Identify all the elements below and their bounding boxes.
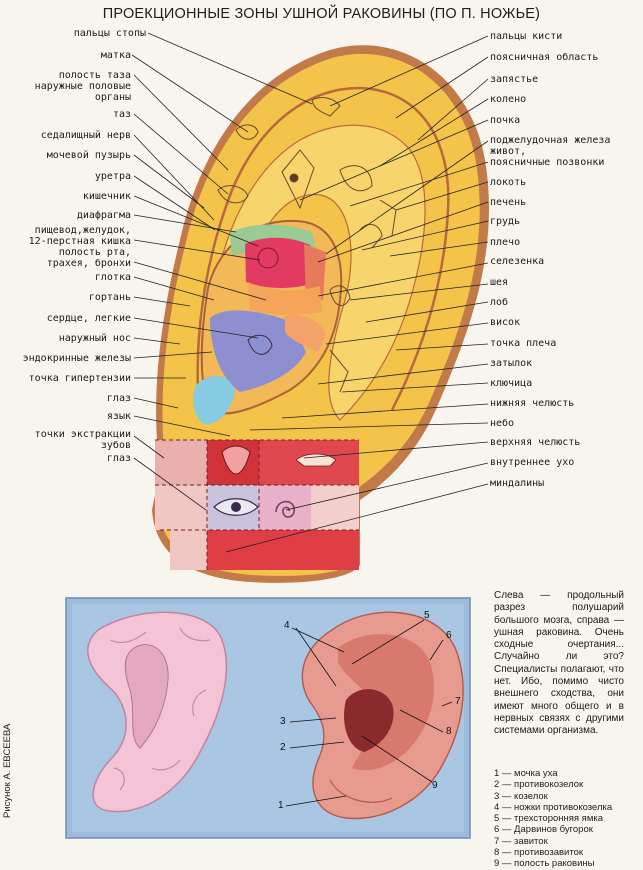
legend-item: 2 — противокозелок bbox=[494, 779, 584, 791]
label-upper-jaw: верхняя челюсть bbox=[490, 437, 581, 448]
legend-item: 5 — трехсторонняя ямка bbox=[494, 813, 604, 825]
legend-list: 1 — мочка уха 2 — противокозелок 3 — коз… bbox=[494, 768, 639, 870]
label-intestine: кишечник bbox=[82, 191, 131, 202]
label-shoulder-point: точка плеча bbox=[490, 338, 557, 349]
legend-item: 3 — козелок bbox=[494, 790, 548, 802]
label-clavicle: ключица bbox=[490, 378, 533, 389]
caption-text: Слева — продольный разрез полушарий боль… bbox=[494, 590, 624, 737]
label-tooth-extraction-1: точки экстракции bbox=[34, 429, 131, 440]
label-hypertension: точка гипертензии bbox=[28, 373, 131, 384]
label-abdomen: живот, bbox=[490, 146, 527, 157]
label-larynx: гортань bbox=[88, 292, 131, 303]
label-liver: печень bbox=[490, 197, 527, 208]
photo-number-8: 8 bbox=[446, 726, 452, 737]
label-pelvis: таз bbox=[112, 109, 131, 120]
label-tongue: язык bbox=[106, 411, 131, 422]
photo-number-5: 5 bbox=[424, 610, 430, 621]
label-sciatic-nerve: седалищный нерв bbox=[40, 130, 131, 141]
leader-lines-right bbox=[225, 35, 489, 553]
label-inner-ear: внутреннее ухо bbox=[490, 457, 575, 468]
label-elbow: локоть bbox=[490, 177, 527, 188]
label-uterus: матка bbox=[100, 50, 131, 61]
label-tonsils: миндалины bbox=[490, 478, 545, 489]
ear-zones bbox=[193, 224, 326, 425]
label-mouth: полость рта, bbox=[58, 247, 131, 258]
label-fingers: пальцы кисти bbox=[490, 31, 563, 42]
label-endocrine: эндокринные железы bbox=[22, 353, 131, 364]
label-heart-lungs: сердце, легкие bbox=[46, 313, 131, 324]
label-palate: небо bbox=[490, 418, 515, 429]
label-tooth-extraction-2: зубов bbox=[100, 440, 131, 451]
label-spleen: селезенка bbox=[490, 256, 545, 267]
label-eye-upper: глаз bbox=[106, 393, 131, 404]
label-eye-lower: глаз bbox=[106, 453, 131, 464]
legend-item: 8 — противозавиток bbox=[494, 847, 584, 859]
photo-number-6: 6 bbox=[446, 630, 452, 641]
lobe-grid bbox=[155, 439, 359, 572]
label-lower-jaw: нижняя челюсть bbox=[490, 398, 575, 409]
legend-item: 4 — ножки противокозелка bbox=[494, 801, 613, 813]
photo-panel bbox=[65, 597, 471, 839]
label-toes: пальцы стопы bbox=[73, 28, 146, 39]
photo-number-1: 1 bbox=[278, 800, 284, 811]
label-genitals-1: наружные половые bbox=[34, 81, 131, 92]
label-pancreas: поджелудочная железа bbox=[490, 135, 611, 146]
label-kidney: почка bbox=[490, 115, 521, 126]
legend-item: 6 — Дарвинов бугорок bbox=[494, 824, 593, 836]
label-lumbar-vertebrae: поясничные позвонки bbox=[490, 157, 605, 168]
photo-number-2: 2 bbox=[280, 742, 286, 753]
label-shoulder: плечо bbox=[490, 237, 521, 248]
illustration-credit: Рисунок А. ЕВСЕЕВА bbox=[2, 723, 13, 818]
label-wrist: запястье bbox=[490, 74, 539, 85]
leader-lines-left bbox=[131, 32, 313, 511]
photo-number-7: 7 bbox=[455, 696, 461, 707]
label-bladder: мочевой пузырь bbox=[46, 150, 131, 161]
photo-number-3: 3 bbox=[280, 716, 286, 727]
label-trachea: трахея, бронхи bbox=[46, 258, 131, 269]
label-neck: шея bbox=[490, 277, 509, 288]
label-lumbar-region: поясничная область bbox=[490, 52, 599, 63]
label-diaphragm: диафрагма bbox=[76, 210, 131, 221]
label-urethra: уретра bbox=[94, 171, 131, 182]
label-pharynx: глотка bbox=[94, 272, 131, 283]
label-forehead: лоб bbox=[490, 297, 509, 308]
label-genitals-2: органы bbox=[94, 92, 131, 103]
label-external-nose: наружный нос bbox=[58, 333, 131, 344]
photo-number-4: 4 bbox=[284, 620, 290, 631]
legend-item: 1 — мочка уха bbox=[494, 768, 558, 779]
label-duodenum: 12-перстная кишка bbox=[28, 236, 131, 247]
label-esophagus: пищевод,желудок, bbox=[34, 225, 131, 236]
organ-sketches bbox=[217, 97, 397, 393]
label-temple: висок bbox=[490, 317, 521, 328]
legend-item: 9 — полость раковины bbox=[494, 858, 595, 870]
ear-photo bbox=[301, 611, 464, 820]
legend-item: 7 — завиток bbox=[494, 835, 548, 847]
page-title: ПРОЕКЦИОННЫЕ ЗОНЫ УШНОЙ РАКОВИНЫ (ПО П. … bbox=[102, 6, 541, 22]
label-knee: колено bbox=[490, 94, 527, 105]
label-occiput: затылок bbox=[490, 358, 533, 369]
brain-section bbox=[87, 611, 228, 813]
label-pelvic-cavity: полость таза bbox=[58, 70, 131, 81]
label-chest: грудь bbox=[490, 216, 521, 227]
photo-number-9: 9 bbox=[432, 780, 438, 791]
